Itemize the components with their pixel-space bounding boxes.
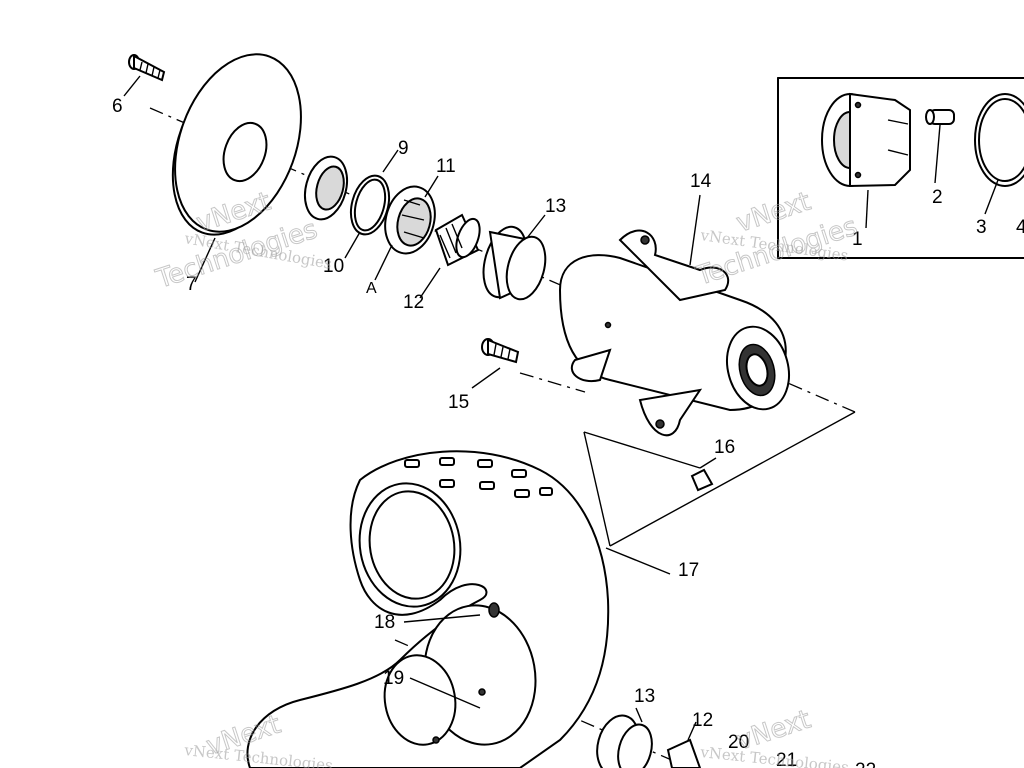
callout-4: 4 — [1016, 217, 1024, 238]
watermark-big-4a: vNext — [733, 705, 815, 757]
callout-16: 16 — [714, 437, 735, 458]
tire-tread — [404, 457, 553, 498]
callout-22: 22 — [855, 760, 876, 768]
lower-bearing-part-12 — [666, 721, 702, 768]
callout-19: 19 — [383, 668, 404, 689]
callout-12-lower: 12 — [692, 710, 713, 731]
callout-20: 20 — [728, 732, 749, 753]
bolt-part-6 — [123, 54, 166, 97]
inset-pin-part — [925, 109, 955, 125]
callouts: 2 3 4 1 6 7 9 10 11 A 12 13 14 15 16 17 … — [112, 96, 1024, 768]
bolt-part-15 — [471, 338, 520, 389]
callout-17: 17 — [678, 560, 699, 581]
callout-12: 12 — [403, 292, 424, 313]
lower-race-part-13 — [596, 707, 653, 768]
valve-part-18 — [403, 602, 500, 623]
callout-2: 2 — [932, 187, 943, 208]
bearing-part-12 — [419, 213, 481, 299]
callout-9: 9 — [398, 138, 409, 159]
inset-ring-part — [974, 93, 1024, 187]
callout-15: 15 — [448, 392, 469, 413]
callout-6: 6 — [112, 96, 123, 117]
race-part-13 — [482, 214, 547, 301]
callout-14: 14 — [690, 171, 712, 192]
callout-13-lower: 13 — [634, 686, 655, 707]
inset-box — [777, 77, 1024, 259]
gear-part-11 — [374, 175, 439, 281]
inset-hub-part — [821, 92, 911, 188]
callout-21: 21 — [776, 750, 797, 768]
callout-18: 18 — [374, 612, 395, 633]
rim-part-19 — [409, 677, 486, 744]
callout-1: 1 — [852, 229, 863, 250]
tire-part-17 — [246, 450, 671, 768]
fitting-part-16 — [690, 457, 717, 492]
disc-part-7 — [171, 53, 302, 283]
callout-A: A — [366, 280, 377, 297]
watermark-text-4: vNext Technologies — [699, 743, 850, 768]
callout-10: 10 — [323, 256, 344, 277]
callout-7: 7 — [186, 274, 197, 295]
seal-part — [303, 155, 349, 221]
callout-3: 3 — [976, 217, 987, 238]
callout-13: 13 — [545, 196, 566, 217]
hub-housing-part-14 — [558, 194, 790, 437]
callout-11: 11 — [436, 156, 456, 177]
